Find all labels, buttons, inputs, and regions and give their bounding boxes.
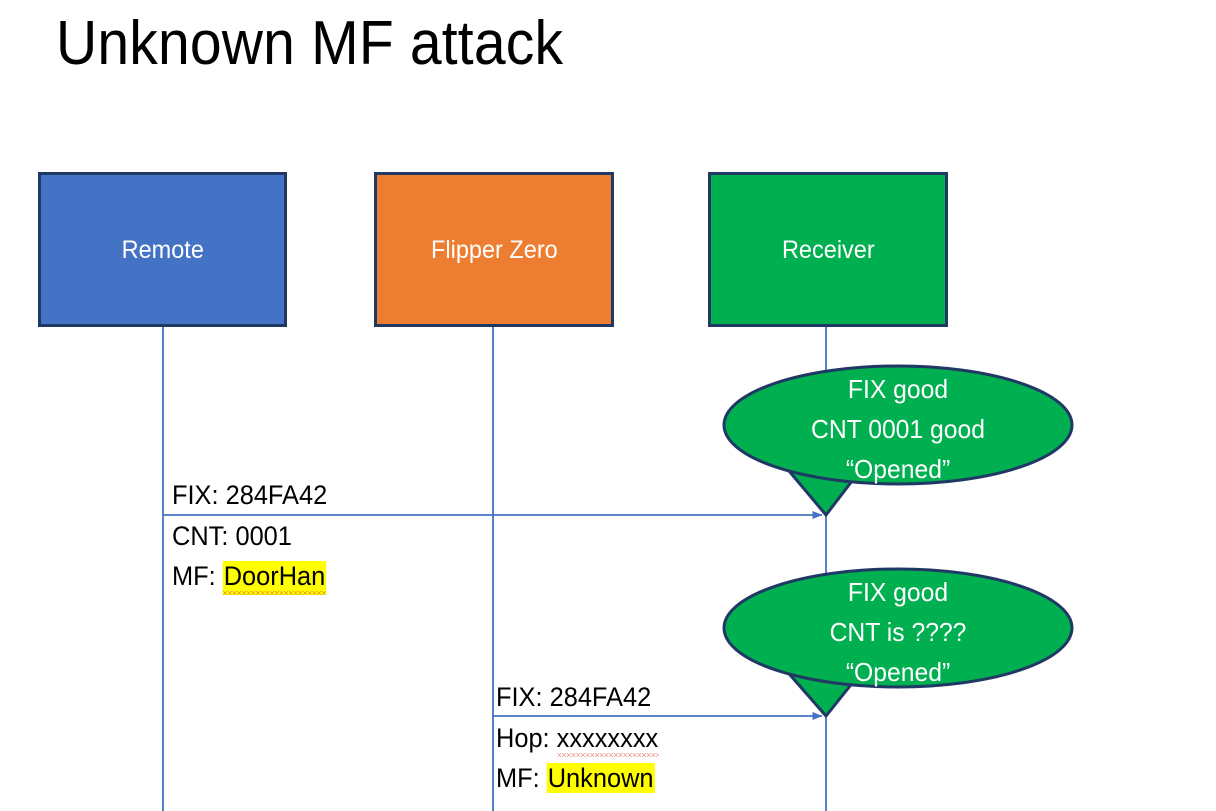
message-2-hop-value: xxxxxxxx [556, 723, 659, 757]
message-2-label-above: FIX: 284FA42 [496, 677, 651, 717]
speech-bubble-2-text: FIX good CNT is ???? “Opened” [724, 572, 1072, 692]
message-2-hop-line: Hop: xxxxxxxx [496, 718, 659, 758]
speech-bubble-1-line-3: “Opened” [845, 454, 951, 484]
actor-box-flipper-zero[interactable]: Flipper Zero [374, 172, 614, 327]
page-title: Unknown MF attack [56, 9, 564, 78]
speech-bubble-2 [722, 567, 1074, 718]
message-1-label-above: FIX: 284FA42 [172, 475, 327, 515]
speech-bubble-2-line-1: FIX good [847, 577, 949, 607]
speech-bubble-1-line-1: FIX good [847, 374, 949, 404]
message-2-fix-line: FIX: 284FA42 [496, 682, 652, 712]
actor-label-flipper-zero: Flipper Zero [430, 235, 558, 264]
speech-bubble-2-body [722, 567, 1074, 689]
message-1-fix-line: FIX: 284FA42 [172, 480, 328, 510]
actor-label-receiver: Receiver [781, 235, 875, 264]
speech-bubble-1 [722, 364, 1074, 517]
actor-box-remote[interactable]: Remote [38, 172, 287, 327]
actor-box-receiver[interactable]: Receiver [708, 172, 948, 327]
speech-bubble-2-line-2: CNT is ???? [829, 617, 967, 647]
speech-bubble-1-text: FIX good CNT 0001 good “Opened” [724, 369, 1072, 489]
speech-bubble-1-line-2: CNT 0001 good [811, 414, 985, 444]
message-1-cnt-prefix: CNT: [172, 521, 236, 551]
message-2-mf-value-highlighted: Unknown [546, 763, 655, 793]
message-1-cnt-value: 0001 [235, 521, 292, 551]
speech-bubble-2-line-3: “Opened” [845, 657, 951, 687]
message-2-label-below: Hop: xxxxxxxx MF: Unknown [496, 718, 659, 798]
message-1-label-below: CNT: 0001 MF: DoorHan [172, 516, 326, 596]
message-1-mf-value-highlighted: DoorHan [223, 561, 326, 595]
message-1-mf-line: MF: DoorHan [172, 556, 326, 596]
message-2-mf-line: MF: Unknown [496, 758, 658, 798]
speech-bubble-1-body [722, 364, 1074, 486]
message-1-cnt-line: CNT: 0001 [172, 516, 326, 556]
actor-label-remote: Remote [121, 235, 204, 264]
message-1-mf-prefix: MF: [172, 561, 223, 591]
message-2-mf-prefix: MF: [496, 763, 547, 793]
message-2-hop-prefix: Hop: [496, 723, 557, 753]
